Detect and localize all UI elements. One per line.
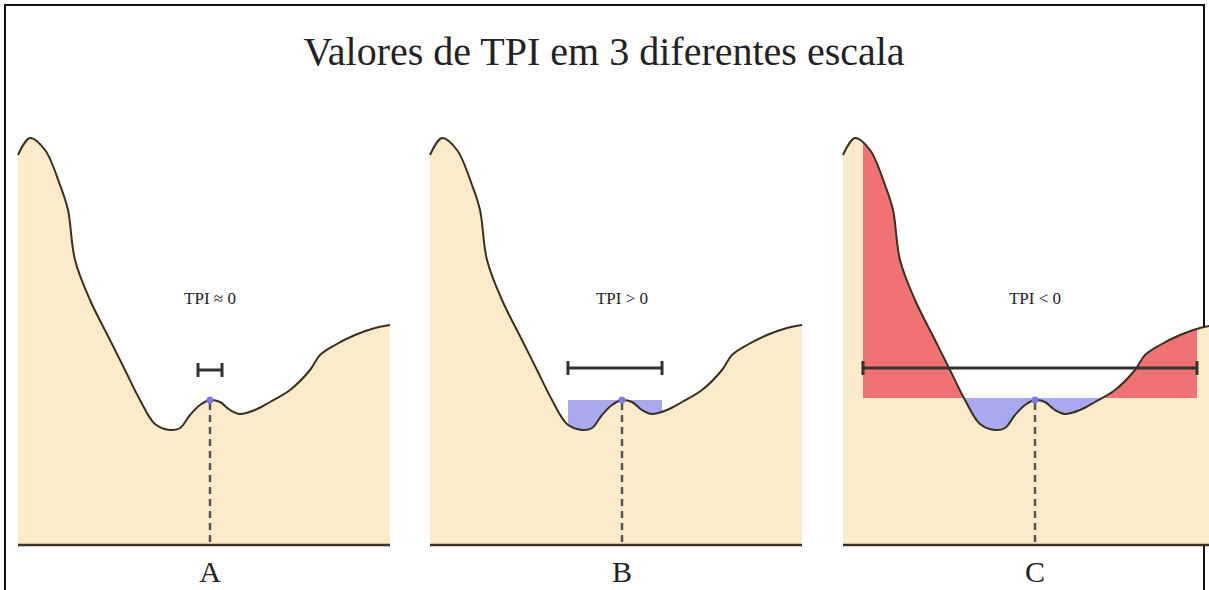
point [619, 397, 626, 404]
scale-bar [198, 363, 222, 377]
terrain-panel [18, 138, 390, 545]
dashed-line [1034, 403, 1037, 545]
point [207, 397, 214, 404]
point-letter: A [199, 557, 221, 587]
scale-bar [863, 361, 1197, 375]
title: Valores de TPI em 3 diferentes escala [303, 32, 904, 72]
terrain-panel [843, 100, 1209, 545]
base-line [18, 544, 390, 547]
tpi-label: TPI > 0 [596, 290, 648, 307]
point-letter: C [1025, 557, 1045, 587]
base-line [430, 544, 802, 547]
tpi-label: TPI ≈ 0 [184, 290, 236, 307]
terrain-fill [430, 138, 802, 545]
terrain-profile [430, 138, 802, 430]
terrain-fill [18, 138, 390, 545]
point-letter: B [612, 557, 632, 587]
dashed-line [209, 403, 212, 545]
base-line [843, 544, 1209, 547]
terrain-profile [18, 138, 390, 430]
point [1032, 397, 1039, 404]
terrain-panel [430, 138, 802, 545]
scale-bar [568, 361, 662, 375]
tpi-label: TPI < 0 [1009, 290, 1061, 307]
terrain-profile [843, 138, 1209, 430]
dashed-line [621, 403, 624, 545]
